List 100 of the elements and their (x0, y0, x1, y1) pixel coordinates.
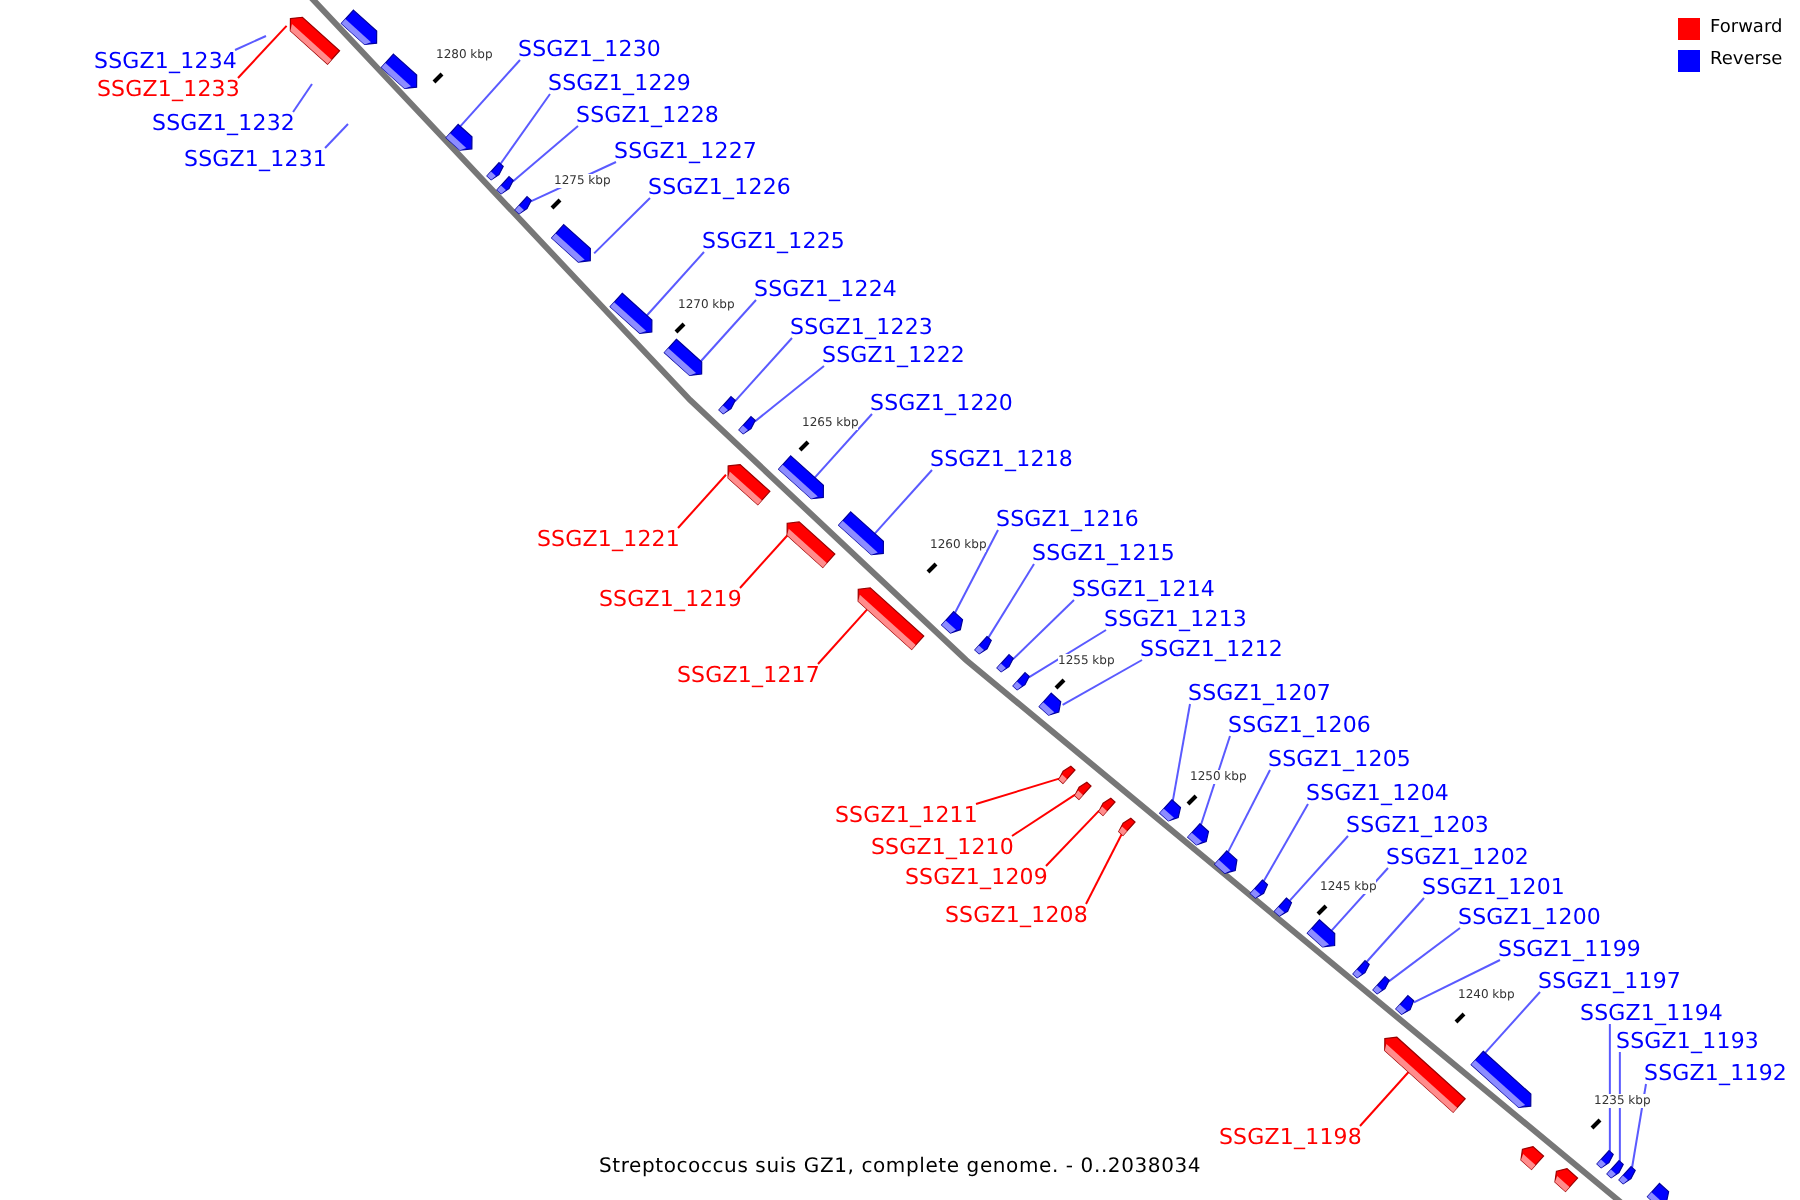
gene-block (857, 587, 925, 651)
gene-label: SSGZ1_1199 (1498, 936, 1642, 962)
gene-label: SSGZ1_1200 (1458, 904, 1602, 930)
gene-block (727, 464, 771, 506)
gene-block (1098, 797, 1116, 817)
gene-label: SSGZ1_1223 (790, 314, 934, 340)
gene-block (1470, 1050, 1532, 1109)
gene-label: SSGZ1_1194 (1580, 1000, 1724, 1026)
leader-line (817, 607, 869, 665)
gene-block (1554, 1167, 1579, 1193)
leader-line (953, 529, 999, 615)
gene-label: SSGZ1_1226 (648, 174, 792, 200)
gene-label: SSGZ1_1213 (1104, 606, 1248, 632)
gene-block (1618, 1165, 1636, 1185)
leader-line (458, 59, 521, 129)
leader-line (1011, 599, 1075, 661)
leader-line (1287, 835, 1349, 903)
leader-line (1364, 897, 1425, 964)
gene-block (837, 511, 884, 556)
leader-line (1630, 1083, 1647, 1170)
gene-block (996, 653, 1014, 673)
gene-label: SSGZ1_1211 (834, 802, 978, 828)
gene-label: SSGZ1_1224 (754, 276, 898, 302)
gene-block (1186, 822, 1210, 846)
gene-label: SSGZ1_1201 (1422, 874, 1566, 900)
gene-block (445, 123, 473, 151)
gene-block (1012, 671, 1030, 691)
gene-label: SSGZ1_1234 (94, 48, 238, 74)
leader-line (986, 563, 1035, 640)
gene-label: SSGZ1_1215 (1032, 540, 1176, 566)
gene-label: SSGZ1_1218 (930, 446, 1074, 472)
gene-label: SSGZ1_1219 (598, 586, 742, 612)
gene-block (786, 521, 836, 569)
gene-block (663, 338, 703, 377)
leader-line (1085, 832, 1124, 905)
gene-block (1596, 1149, 1614, 1169)
leader-line (645, 251, 705, 318)
leader-line (1171, 703, 1191, 803)
leader-line (1412, 959, 1501, 1004)
gene-block (496, 175, 514, 195)
gene-block (1158, 798, 1182, 822)
gene-label: SSGZ1_1197 (1538, 968, 1682, 994)
gene-label: SSGZ1_1204 (1306, 780, 1450, 806)
leader-line (1045, 809, 1101, 867)
gene-block (486, 161, 504, 181)
caption: Streptococcus suis GZ1, complete genome. - 0..2038034 (598, 1156, 1202, 1180)
gene-block (1273, 897, 1293, 917)
gene-label: SSGZ1_1220 (870, 390, 1014, 416)
leader-line (677, 473, 727, 529)
gene-label: SSGZ1_1225 (702, 228, 846, 254)
gene-block (1646, 1182, 1670, 1200)
leader-line (1061, 659, 1143, 706)
gene-label: SSGZ1_1233 (96, 76, 240, 102)
leader-line (1199, 735, 1231, 827)
gene-block (1352, 959, 1370, 979)
leader-line (1387, 927, 1461, 983)
leader-line (1618, 1051, 1621, 1164)
gene-block (609, 292, 653, 334)
leader-line (739, 533, 789, 589)
gene-label: SSGZ1_1222 (822, 342, 966, 368)
gene-label: SSGZ1_1221 (536, 526, 680, 552)
gene-block (340, 9, 378, 46)
leader-line (699, 299, 757, 363)
gene-label: SSGZ1_1192 (1644, 1060, 1788, 1086)
leader-line (1359, 1070, 1411, 1127)
leader-line (1608, 1023, 1611, 1154)
gene-label: SSGZ1_1193 (1616, 1028, 1760, 1054)
leader-line (1027, 629, 1107, 679)
gene-label: SSGZ1_1227 (614, 138, 758, 164)
gene-block (289, 16, 341, 65)
gene-label: SSGZ1_1209 (904, 864, 1048, 890)
gene-label: SSGZ1_1210 (870, 834, 1014, 860)
gene-block (1213, 849, 1238, 874)
gene-label: SSGZ1_1206 (1228, 712, 1372, 738)
leader-line (733, 337, 793, 403)
gene-label: SSGZ1_1207 (1188, 680, 1332, 706)
gene-block (777, 455, 824, 500)
gene-block (974, 635, 992, 655)
leader-line (1226, 769, 1271, 854)
gene-block (1038, 692, 1062, 716)
gene-label: SSGZ1_1208 (944, 902, 1088, 928)
gene-label: SSGZ1_1230 (518, 36, 662, 62)
leader-line (1329, 867, 1389, 933)
leader-line (292, 83, 313, 113)
gene-label: SSGZ1_1202 (1386, 844, 1530, 870)
gene-block (738, 415, 756, 435)
gene-block (550, 223, 591, 263)
gene-block (940, 610, 964, 634)
gene-block (1074, 781, 1092, 801)
leader-line (813, 413, 873, 480)
gene-block (1384, 1036, 1467, 1113)
leader-line (324, 123, 349, 149)
gene-block (1306, 918, 1336, 948)
gene-label: SSGZ1_1229 (548, 70, 692, 96)
gene-block (514, 195, 532, 215)
leader-line (753, 365, 825, 423)
gene-label: SSGZ1_1203 (1346, 812, 1490, 838)
gene-block (1520, 1145, 1545, 1171)
leader-line (1011, 793, 1077, 837)
legend-label: Reverse (1710, 50, 1783, 72)
